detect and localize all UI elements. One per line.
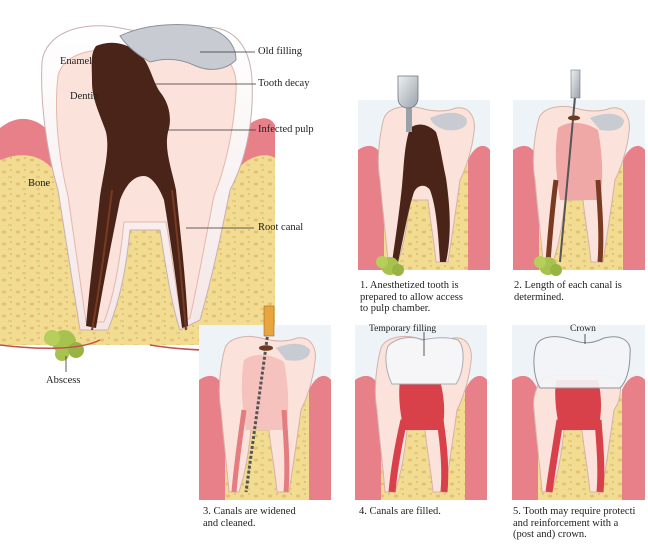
label-enamel: Enamel	[60, 56, 93, 67]
label-bone: Bone	[28, 178, 51, 189]
label-temporary-filling: Temporary filling	[369, 324, 437, 334]
label-abscess: Abscess	[46, 375, 81, 386]
step-3-caption: 3. Canals are widened and cleaned.	[203, 506, 296, 529]
root-canal-line-right	[171, 189, 187, 331]
step-4-panel	[355, 325, 487, 500]
label-root-canal: Root canal	[258, 222, 304, 233]
step-4-caption: 4. Canals are filled.	[359, 506, 441, 517]
step-2-caption: 2. Length of each canal is determined.	[514, 280, 622, 303]
abscess-step-2	[534, 256, 562, 276]
label-infected-pulp: Infected pulp	[258, 124, 314, 135]
old-filling-main	[119, 24, 237, 70]
step-5-caption: 5. Tooth may require protecti and reinfo…	[513, 506, 636, 540]
label-old-filling: Old filling	[258, 46, 303, 57]
label-tooth-decay: Tooth decay	[258, 78, 310, 89]
label-dentin: Dentin	[70, 91, 99, 102]
leader-lines-main	[65, 51, 256, 372]
step-3-panel	[199, 305, 331, 500]
step-5-panel	[512, 325, 645, 500]
step-1-caption: 1. Anesthetized tooth is prepared to all…	[360, 280, 463, 314]
abscess-step-1	[376, 256, 404, 276]
root-canal-line-left	[91, 189, 113, 331]
step-1-panel	[358, 75, 490, 276]
main-tooth-diagram	[0, 24, 276, 361]
infected-pulp-main	[86, 42, 188, 328]
label-crown: Crown	[570, 324, 596, 334]
step-2-panel	[513, 69, 645, 276]
